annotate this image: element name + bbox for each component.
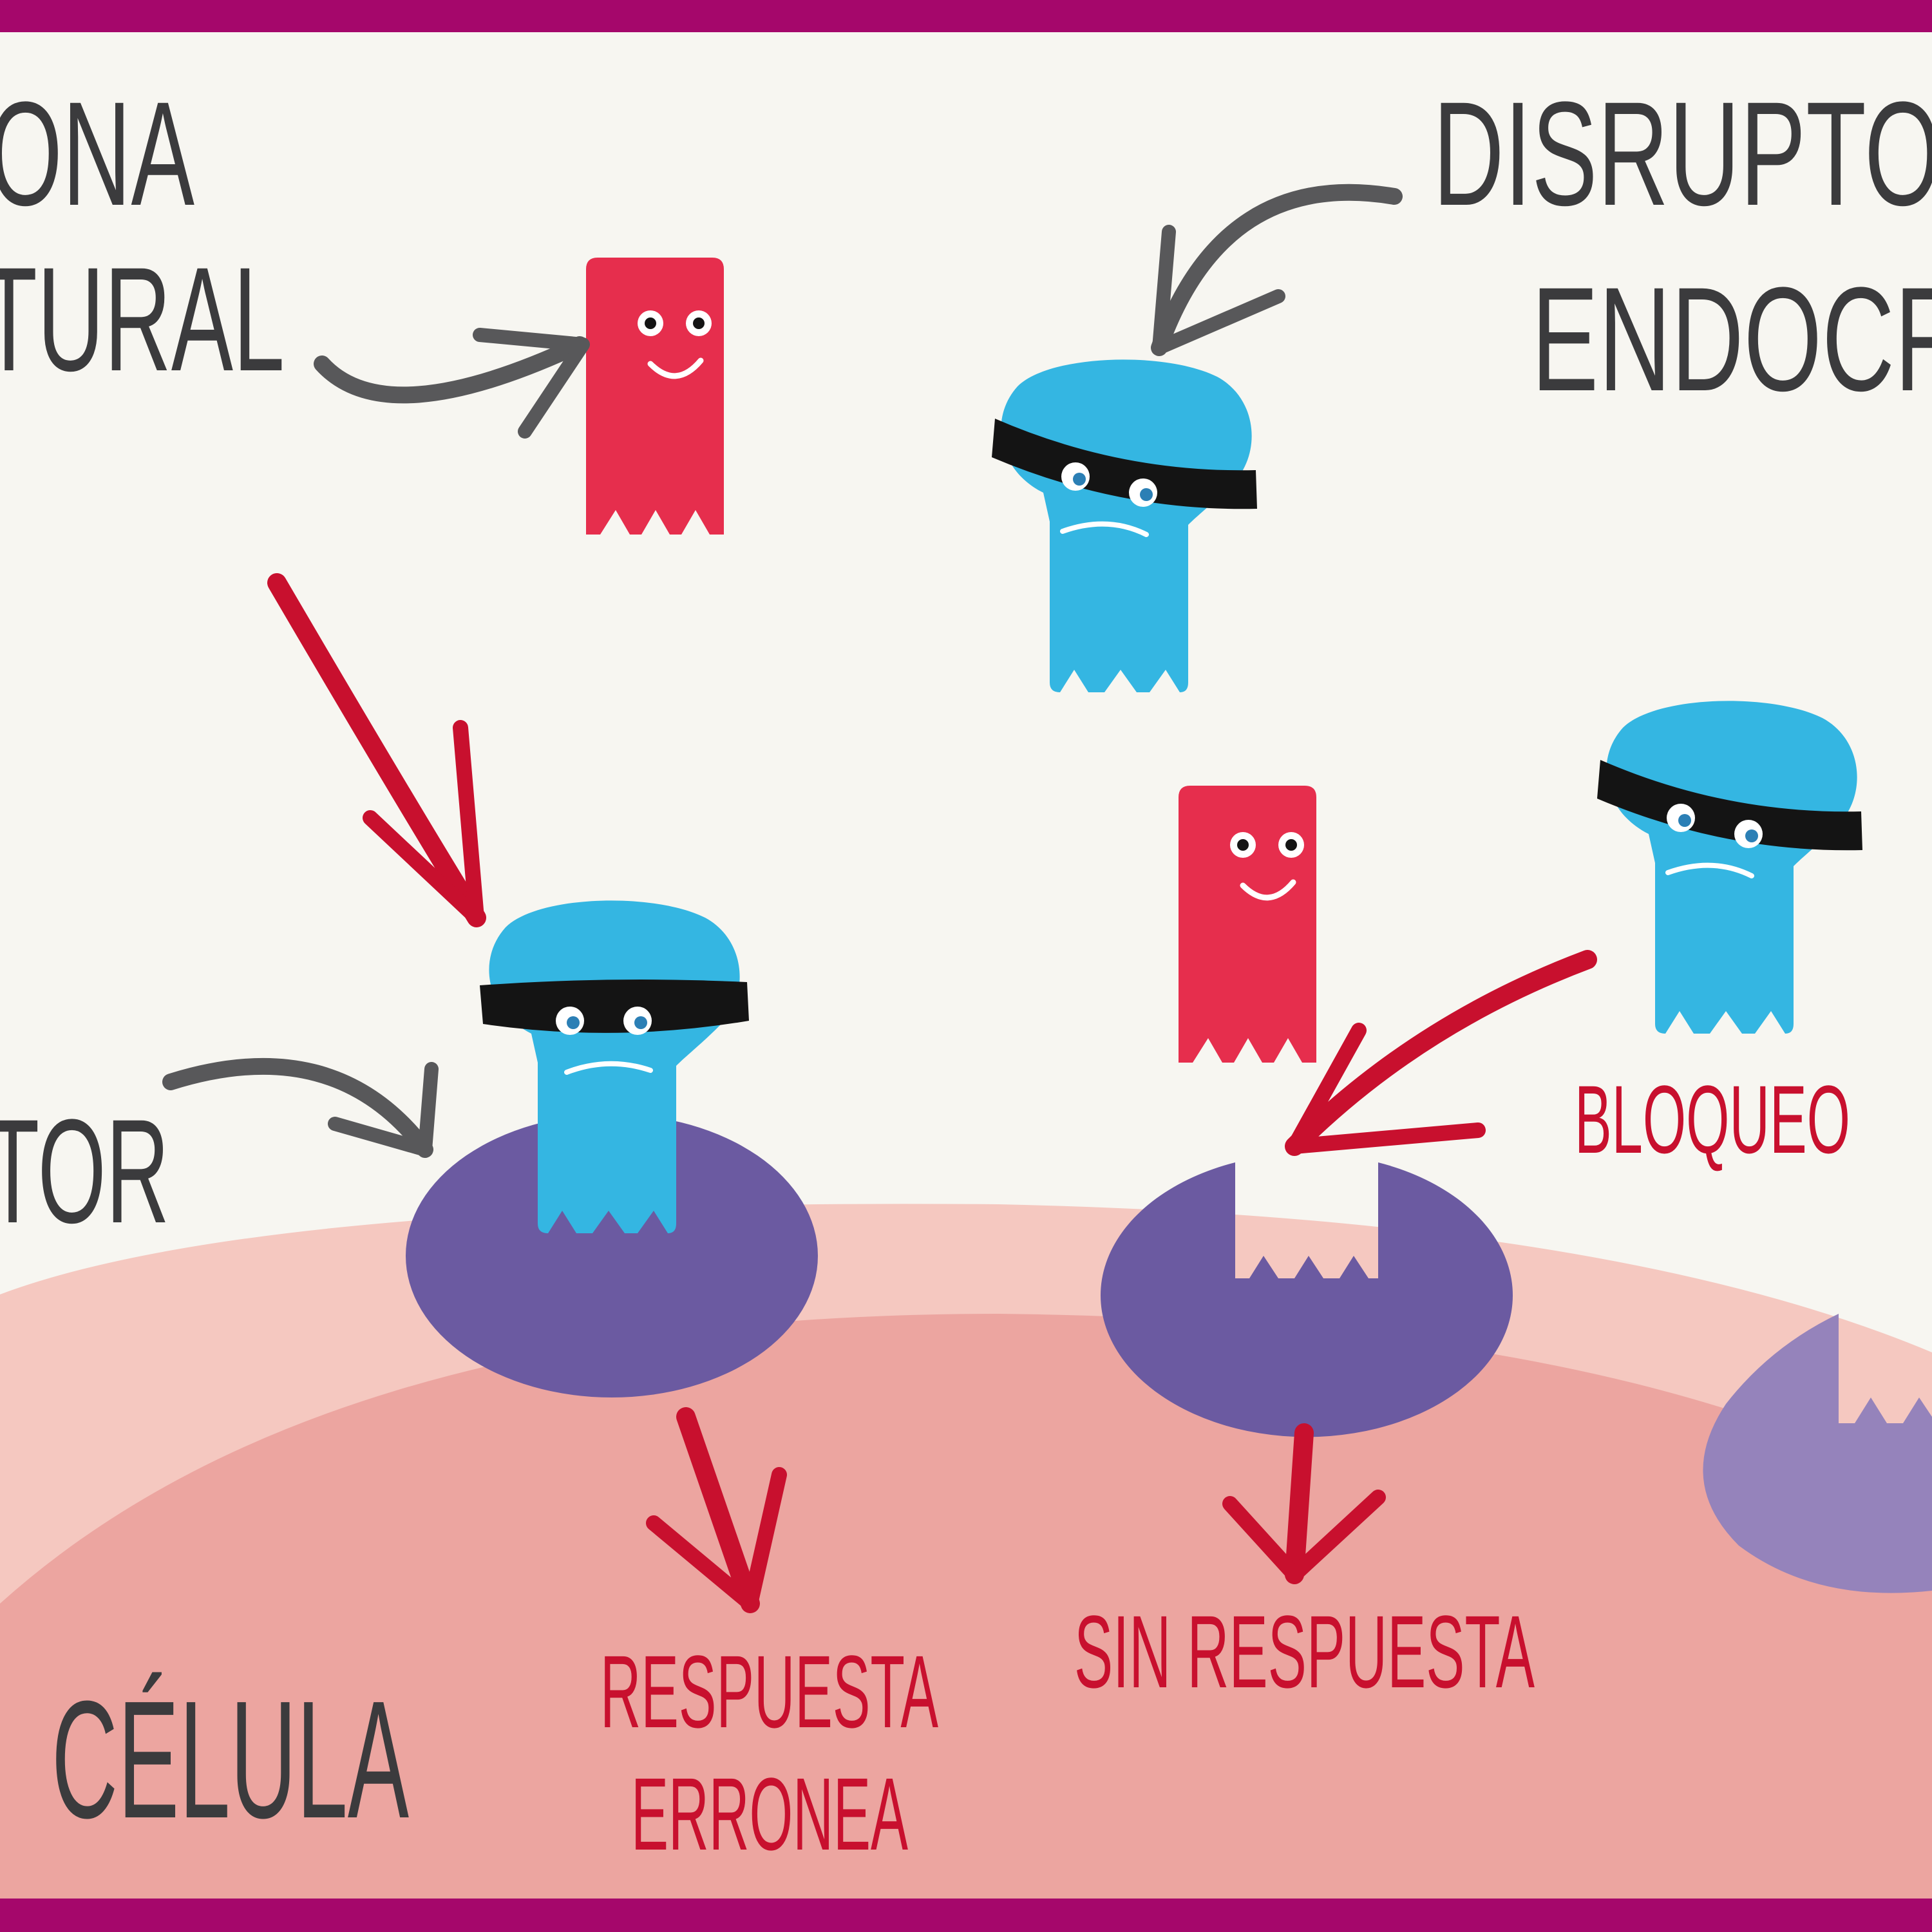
blocking-disruptor — [1597, 701, 1862, 1034]
blocked-hormone — [1179, 786, 1316, 1063]
red-arrow-blocking — [1285, 950, 1597, 1156]
disruptor-mask — [992, 419, 1257, 509]
label-sin-respuesta: SIN RESPUESTA — [1074, 1594, 1535, 1709]
gray-arrow-disruptor — [1151, 184, 1403, 356]
cell-inner-body — [0, 1314, 1932, 1932]
endocrine-disruptor — [992, 359, 1257, 692]
label-hormona-natural-line1: ONA — [0, 71, 194, 236]
natural-hormone — [586, 258, 724, 535]
label-receptor: TOR — [0, 1088, 169, 1254]
label-respuesta-erronea-line1: RESPUESTA — [600, 1634, 938, 1749]
label-disruptor-line1: DISRUPTOR — [1433, 71, 1932, 236]
red-arrow-wrong-response — [646, 1407, 787, 1613]
receptor-faded — [1703, 1314, 1932, 1593]
label-disruptor-line2: ENDOCRI — [1531, 256, 1932, 422]
label-celula: CÉLULA — [52, 1667, 410, 1853]
frame-bottom — [0, 1899, 1932, 1932]
label-hormona-natural-line2: TURAL — [0, 236, 285, 402]
red-arrow-no-response — [1222, 1423, 1386, 1584]
hormone-smile — [647, 357, 704, 379]
red-arrow-binding — [267, 573, 486, 927]
gray-arrow-hormone — [314, 328, 590, 439]
frame-top — [0, 0, 1932, 32]
label-respuesta-erronea-line2: ERRONEA — [631, 1756, 908, 1871]
bound-disruptor — [480, 900, 749, 1233]
gray-arrow-receptor — [162, 1057, 439, 1158]
receptor-bound — [406, 1114, 818, 1397]
receptor-empty — [1100, 1162, 1513, 1437]
label-bloqueo: BLOQUEO — [1575, 1065, 1850, 1173]
